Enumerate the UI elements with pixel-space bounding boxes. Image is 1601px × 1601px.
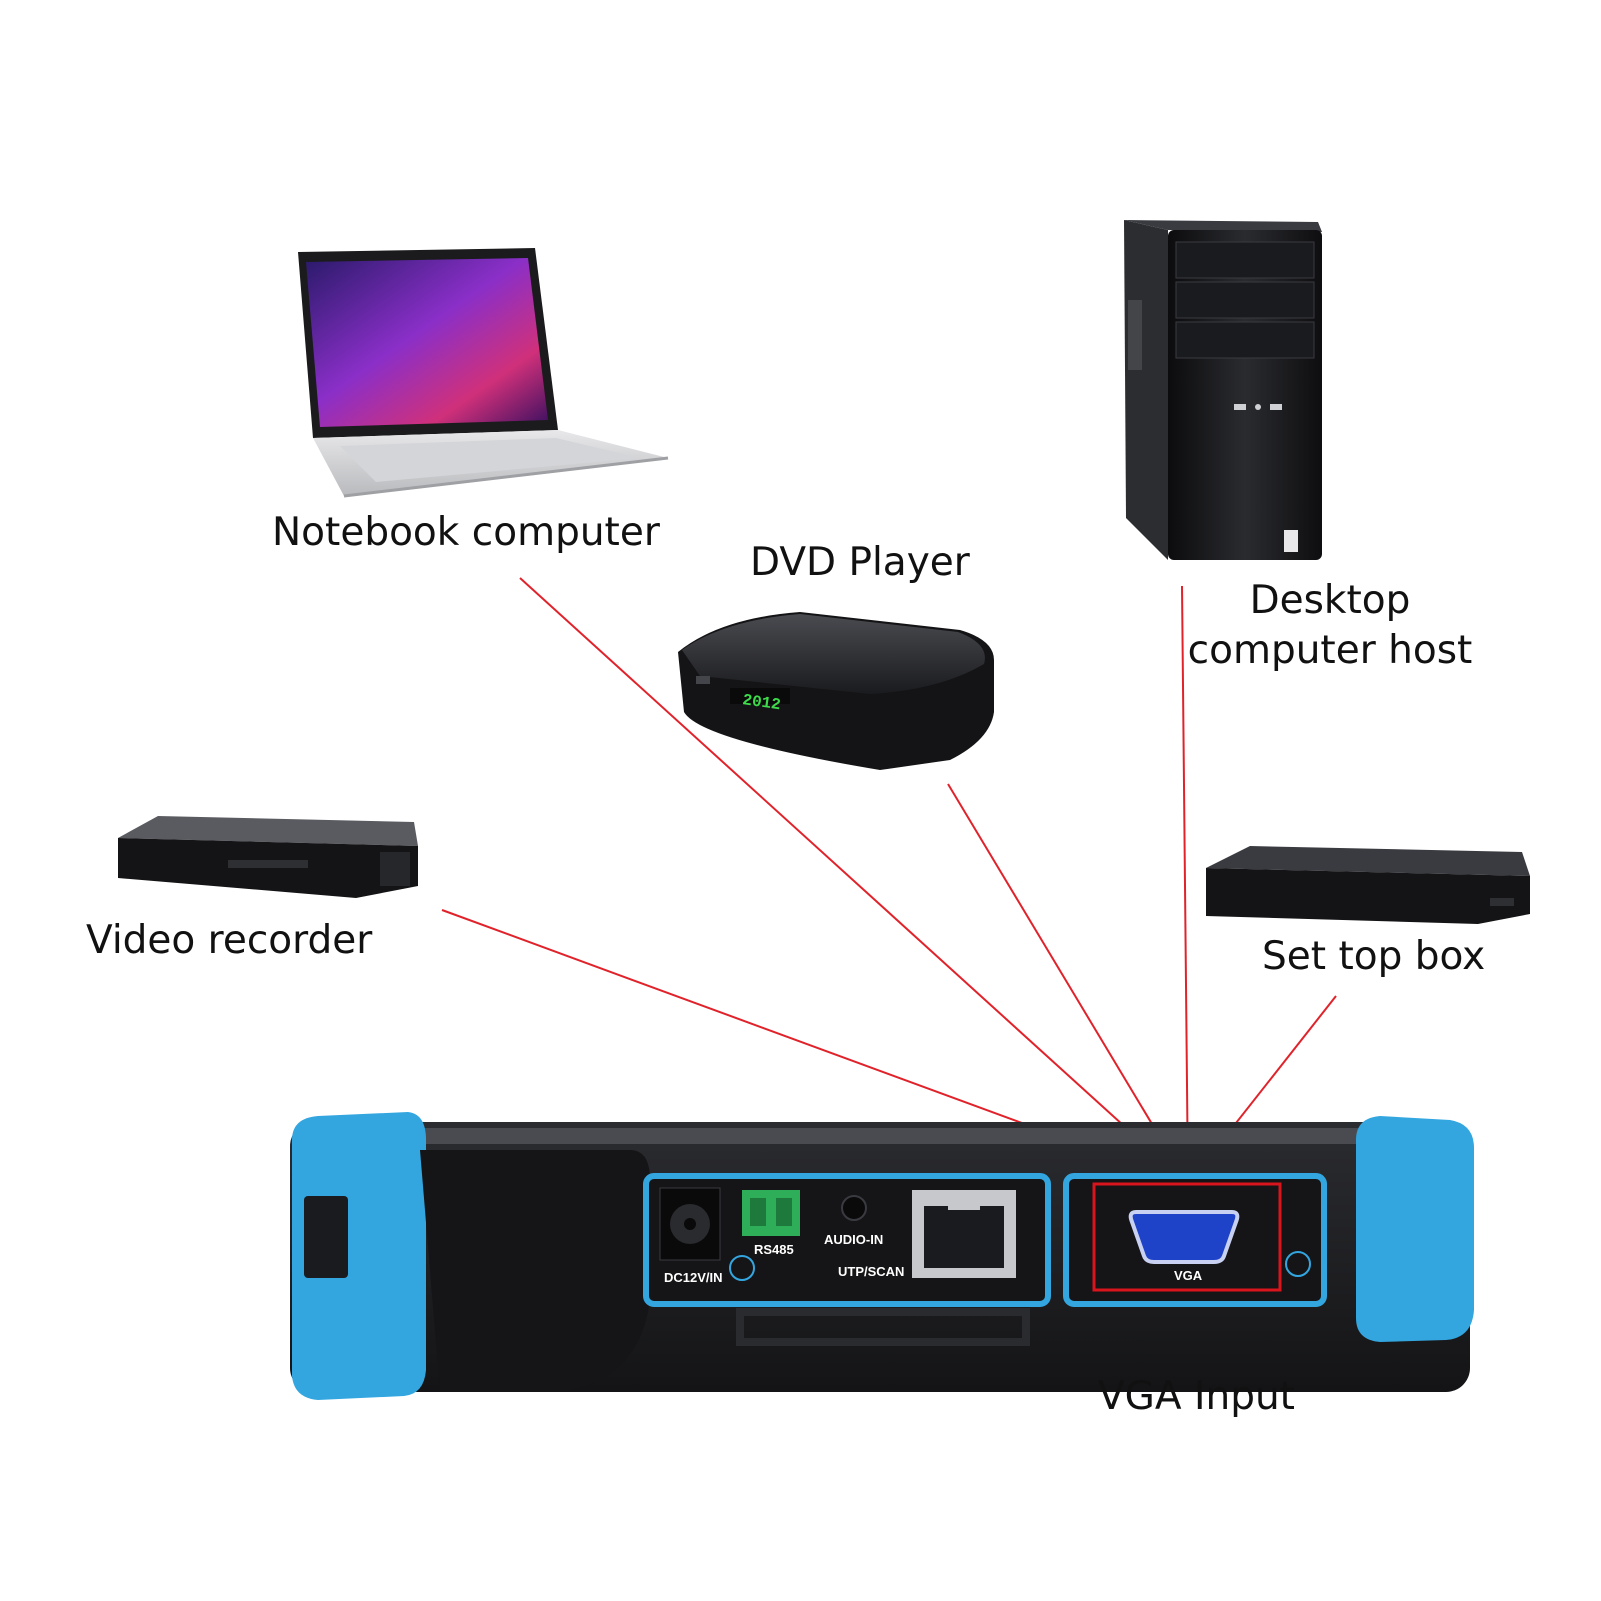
dvd-display-digits: 2012 <box>741 691 782 714</box>
laptop-icon <box>298 248 669 498</box>
line-notebook <box>519 577 1189 1185</box>
label-video-recorder: Video recorder <box>86 918 373 963</box>
port-label-vga: VGA <box>1174 1268 1203 1283</box>
set-top-box-icon <box>1206 846 1530 924</box>
port-label-audio: AUDIO-IN <box>824 1232 883 1247</box>
cctv-tester-icon: DC12V/IN RS485 AUDIO-IN UTP/SCAN VGA <box>290 1112 1474 1400</box>
label-desktop-line1: Desktop <box>1249 578 1411 623</box>
port-label-rs485: RS485 <box>754 1242 794 1257</box>
video-recorder-icon <box>118 816 418 898</box>
label-desktop-line2: computer host <box>1187 628 1473 673</box>
label-set-top-box: Set top box <box>1262 934 1486 979</box>
port-label-utp: UTP/SCAN <box>838 1264 904 1279</box>
label-notebook-computer: Notebook computer <box>272 510 660 555</box>
dvd-player-icon: 2012 <box>678 612 994 770</box>
pc-tower-icon <box>1124 220 1322 560</box>
label-dvd-player: DVD Player <box>750 540 970 585</box>
label-vga-input: VGA Input <box>1098 1374 1295 1419</box>
line-desktop <box>1181 585 1189 1185</box>
port-label-dc: DC12V/IN <box>664 1270 723 1285</box>
vga-highlight-box <box>1092 1182 1282 1292</box>
line-dvd <box>947 783 1189 1185</box>
label-desktop-computer-host: Desktop computer host <box>1180 576 1480 676</box>
